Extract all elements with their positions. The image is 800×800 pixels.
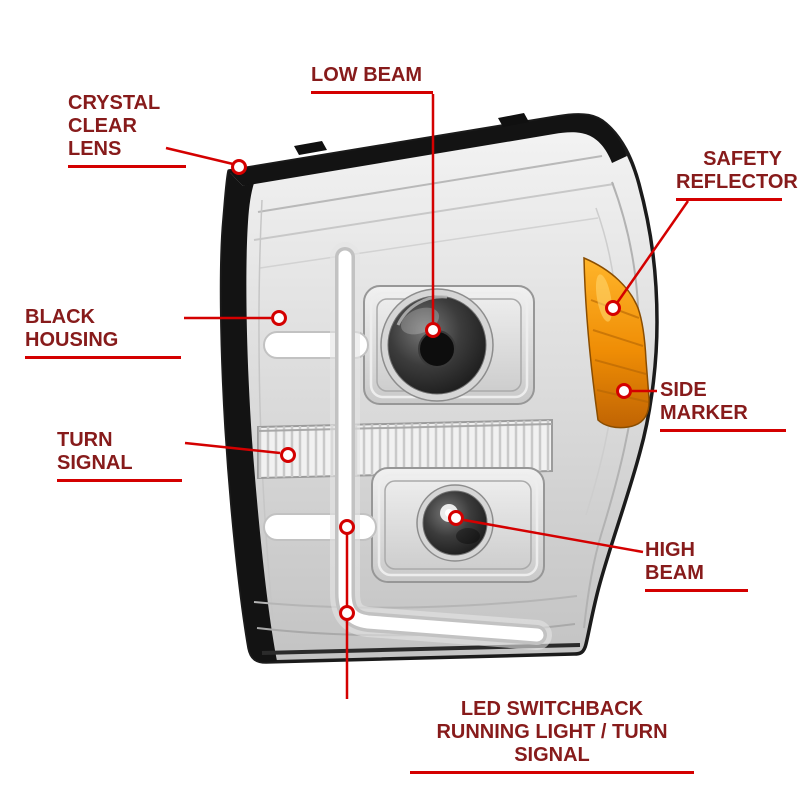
black-housing-top-edge <box>229 114 627 186</box>
mount-tab-icon <box>498 113 529 127</box>
led-switchback-marker-upper-icon <box>339 519 355 535</box>
callout-label-black-housing: BLACK HOUSING <box>25 306 181 359</box>
turn-signal-marker-icon <box>280 447 296 463</box>
callout-label-side-marker: SIDE MARKER <box>660 379 786 432</box>
crystal-clear-lens-marker-icon <box>231 159 247 175</box>
callout-label-led-switchback: LED SWITCHBACK RUNNING LIGHT / TURN SIGN… <box>410 698 694 774</box>
mount-tab-icon <box>294 141 327 155</box>
black-housing-left-edge <box>221 171 277 662</box>
side-marker-marker-icon <box>616 383 632 399</box>
black-housing-marker-icon <box>271 310 287 326</box>
callout-label-safety-reflector: SAFETY REFLECTOR <box>676 148 798 201</box>
safety-reflector-marker-icon <box>605 300 621 316</box>
callout-label-turn-signal: TURN SIGNAL <box>57 429 182 482</box>
callout-label-crystal-clear-lens: CRYSTAL CLEAR LENS <box>68 92 186 168</box>
low-beam-marker-icon <box>425 322 441 338</box>
safety-reflector-line <box>615 200 690 304</box>
crystal-clear-lens-line <box>165 146 234 166</box>
high-beam-marker-icon <box>448 510 464 526</box>
callout-label-low-beam: LOW BEAM <box>311 64 433 94</box>
callout-label-high-beam: HIGH BEAM <box>645 539 748 592</box>
low-beam-projector <box>363 285 535 405</box>
amber-side-marker <box>583 256 650 429</box>
turn-signal-line <box>184 441 281 455</box>
high-beam-line <box>463 518 644 554</box>
led-switchback-marker-lower-icon <box>339 605 355 621</box>
